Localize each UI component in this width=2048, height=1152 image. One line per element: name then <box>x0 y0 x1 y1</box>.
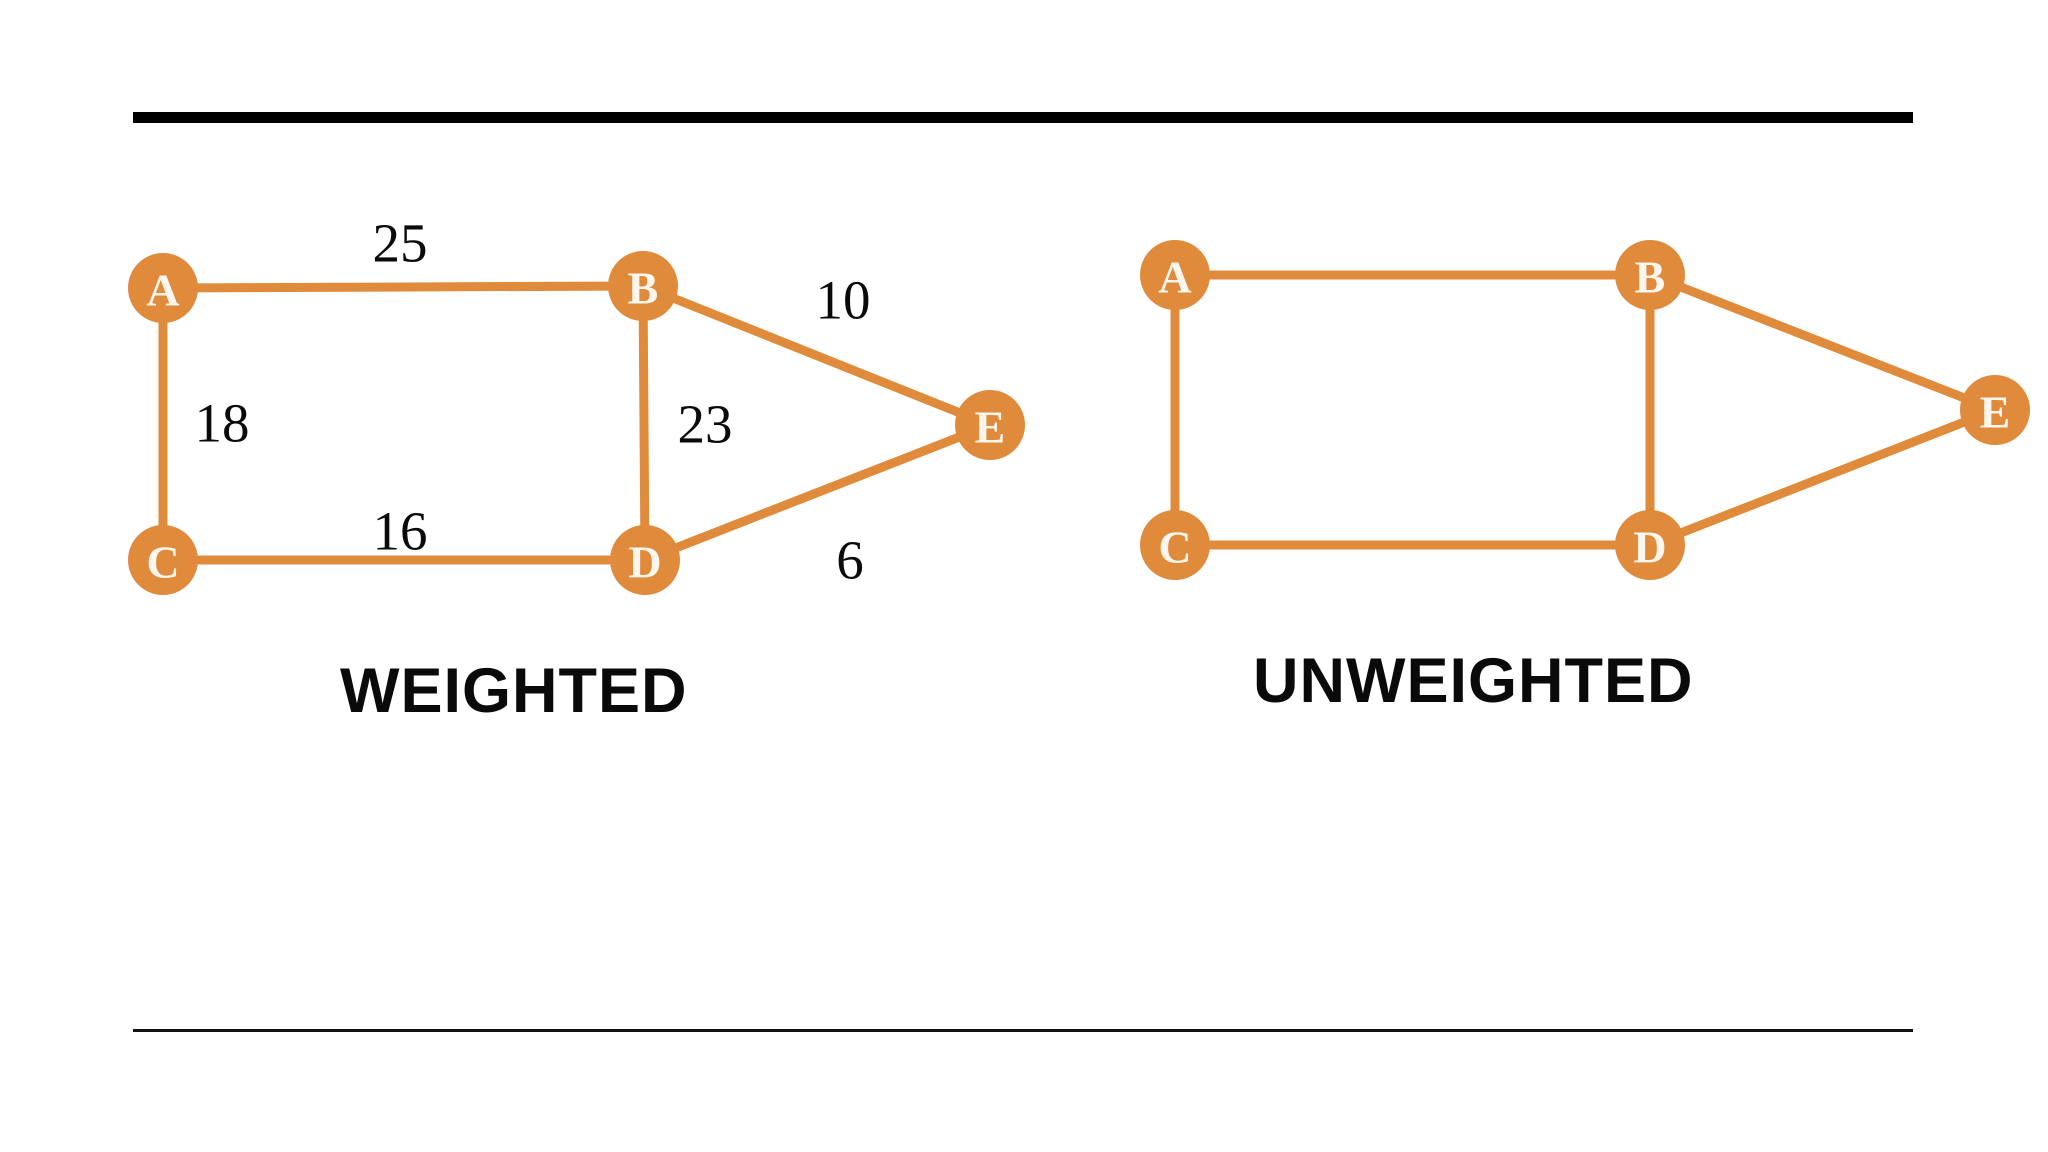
node-e[interactable]: E <box>1960 375 2030 445</box>
node-d[interactable]: D <box>610 525 680 595</box>
node-a[interactable]: A <box>128 253 198 323</box>
node-a[interactable]: A <box>1140 240 1210 310</box>
caption-unweighted: UNWEIGHTED <box>1253 646 1694 716</box>
node-label-e: E <box>975 402 1006 453</box>
node-label-a: A <box>146 265 179 316</box>
edge-d-e <box>1645 405 2000 550</box>
node-label-c: C <box>146 537 179 588</box>
node-circle-c <box>1140 510 1210 580</box>
edge-b-d <box>638 281 650 565</box>
node-label-d: D <box>628 537 661 588</box>
edge-b-e <box>638 281 995 430</box>
node-circle-c <box>128 525 198 595</box>
node-e[interactable]: E <box>955 390 1025 460</box>
node-circle-d <box>1615 510 1685 580</box>
node-b[interactable]: B <box>608 251 678 321</box>
node-label-c: C <box>1158 522 1191 573</box>
node-circle-e <box>1960 375 2030 445</box>
node-circle-e <box>955 390 1025 460</box>
node-circle-a <box>128 253 198 323</box>
node-b[interactable]: B <box>1615 240 1685 310</box>
node-circle-a <box>1140 240 1210 310</box>
caption-weighted: WEIGHTED <box>340 656 688 726</box>
edge-a-b <box>158 281 648 293</box>
weighted-graph: A B C D E 25 18 16 23 10 6 <box>128 213 1025 595</box>
edge-d-e <box>640 420 995 565</box>
node-label-a: A <box>1158 252 1191 303</box>
node-circle-d <box>610 525 680 595</box>
node-circle-b <box>608 251 678 321</box>
edge-b-e <box>1645 270 2000 415</box>
weight-label-b-d: 23 <box>678 394 733 455</box>
node-c[interactable]: C <box>1140 510 1210 580</box>
node-c[interactable]: C <box>128 525 198 595</box>
node-label-b: B <box>628 263 659 314</box>
node-label-b: B <box>1635 252 1666 303</box>
weight-label-a-b: 25 <box>373 213 428 274</box>
node-label-e: E <box>1980 387 2011 438</box>
node-label-d: D <box>1633 522 1666 573</box>
weight-label-b-e: 10 <box>816 270 871 331</box>
weight-label-d-e: 6 <box>836 530 864 591</box>
top-divider <box>133 112 1913 123</box>
node-d[interactable]: D <box>1615 510 1685 580</box>
weight-label-c-d: 16 <box>373 501 428 562</box>
bottom-divider <box>133 1029 1913 1032</box>
weight-label-a-c: 18 <box>195 393 250 454</box>
node-circle-b <box>1615 240 1685 310</box>
unweighted-graph: A B C D E <box>1140 240 2030 580</box>
